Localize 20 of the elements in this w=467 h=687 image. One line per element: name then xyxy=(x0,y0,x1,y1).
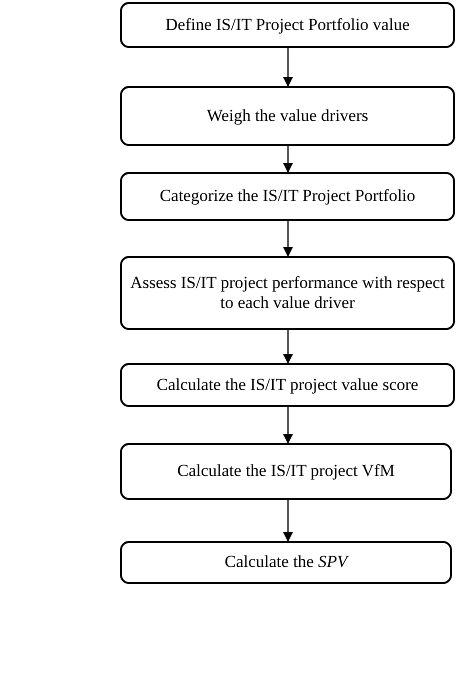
arrow xyxy=(283,407,293,444)
process-box xyxy=(120,172,455,221)
arrow xyxy=(283,330,293,364)
arrow xyxy=(283,500,293,542)
process-box xyxy=(120,86,455,146)
process-box xyxy=(120,256,455,330)
process-box xyxy=(120,2,455,48)
step-text: Calculate the SPV xyxy=(224,552,348,573)
arrow xyxy=(283,221,293,257)
arrow xyxy=(283,48,293,87)
arrow xyxy=(283,146,293,173)
process-box xyxy=(120,443,452,500)
step-text: Define IS/IT Project Portfolio value xyxy=(165,14,410,36)
process-box xyxy=(120,541,452,584)
step-text: Calculate the IS/IT project VfM xyxy=(177,461,395,482)
process-box xyxy=(120,363,455,407)
step-text: Weigh the value drivers xyxy=(206,106,368,126)
step-text: Categorize the IS/IT Project Portfolio xyxy=(160,186,416,207)
step-text: Assess IS/IT project performance with respect to each value driver xyxy=(130,272,445,314)
step-text: Calculate the IS/IT project value score xyxy=(156,374,418,396)
